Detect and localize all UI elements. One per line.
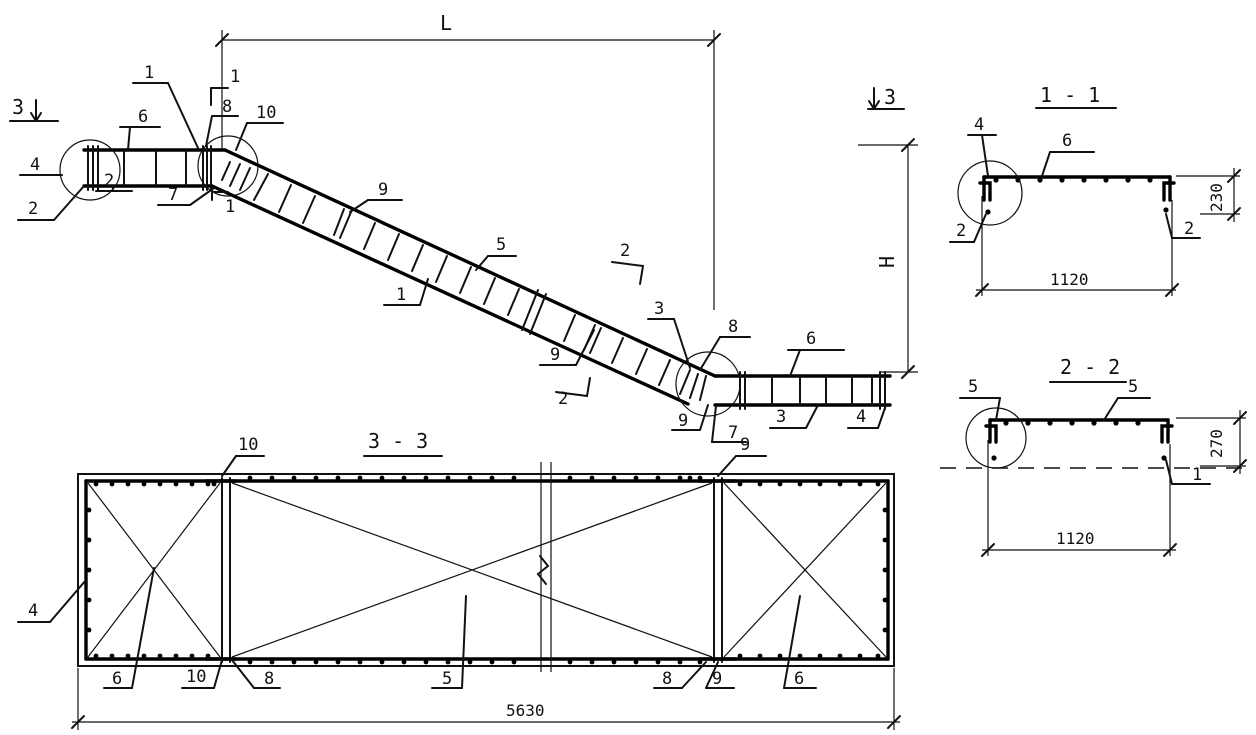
svg-text:9: 9 bbox=[740, 435, 750, 455]
svg-text:8: 8 bbox=[728, 317, 738, 337]
svg-text:3: 3 bbox=[654, 299, 664, 319]
svg-text:4: 4 bbox=[28, 601, 38, 621]
svg-text:9: 9 bbox=[378, 180, 388, 200]
section-2-2-height: 270 bbox=[1207, 429, 1226, 458]
section-1-1: 1 - 1 1120 230 4 bbox=[949, 83, 1241, 297]
svg-text:9: 9 bbox=[678, 411, 688, 431]
svg-text:6: 6 bbox=[138, 107, 148, 127]
svg-text:1: 1 bbox=[225, 197, 235, 217]
section-3-3-length: 5630 bbox=[506, 701, 545, 720]
span-label: L bbox=[440, 11, 452, 35]
section-1-1-width: 1120 bbox=[1050, 270, 1089, 289]
svg-text:8: 8 bbox=[264, 669, 274, 689]
svg-text:5: 5 bbox=[968, 377, 978, 397]
svg-text:10: 10 bbox=[238, 435, 258, 455]
section-2-2-title: 2 - 2 bbox=[1060, 355, 1120, 379]
svg-text:1: 1 bbox=[230, 67, 240, 87]
svg-text:2: 2 bbox=[104, 171, 114, 191]
elevation-callouts: 6 4 2 2 1 8 10 7 bbox=[17, 63, 887, 443]
svg-text:5: 5 bbox=[442, 669, 452, 689]
svg-text:10: 10 bbox=[256, 103, 276, 123]
svg-text:2: 2 bbox=[956, 221, 966, 241]
svg-text:10: 10 bbox=[186, 667, 206, 687]
section-1-1-title: 1 - 1 bbox=[1040, 83, 1100, 107]
svg-text:9: 9 bbox=[550, 345, 560, 365]
svg-text:6: 6 bbox=[112, 669, 122, 689]
svg-text:5: 5 bbox=[496, 235, 506, 255]
height-dimension: H bbox=[858, 138, 918, 379]
svg-text:2: 2 bbox=[620, 241, 630, 261]
svg-text:4: 4 bbox=[974, 115, 984, 135]
svg-text:2: 2 bbox=[28, 199, 38, 219]
svg-text:7: 7 bbox=[728, 423, 738, 443]
svg-text:3: 3 bbox=[776, 407, 786, 427]
svg-text:8: 8 bbox=[222, 97, 232, 117]
svg-text:7: 7 bbox=[168, 185, 178, 205]
span-dimension: L bbox=[215, 11, 721, 310]
svg-text:4: 4 bbox=[856, 407, 866, 427]
svg-text:2: 2 bbox=[558, 389, 568, 409]
svg-text:2: 2 bbox=[1184, 219, 1194, 239]
sloped-flight bbox=[210, 148, 717, 406]
svg-text:6: 6 bbox=[794, 669, 804, 689]
svg-text:6: 6 bbox=[1062, 131, 1072, 151]
svg-text:1: 1 bbox=[1192, 465, 1202, 485]
section-1-1-height: 230 bbox=[1207, 183, 1226, 212]
svg-text:8: 8 bbox=[662, 669, 672, 689]
svg-text:9: 9 bbox=[712, 669, 722, 689]
section-mark-2-2: 2 2 bbox=[555, 241, 644, 409]
svg-text:4: 4 bbox=[30, 155, 40, 175]
elevation-view: L H bbox=[9, 11, 918, 443]
section-mark-3-3: 3 3 bbox=[9, 85, 905, 122]
svg-text:3: 3 bbox=[884, 85, 896, 109]
svg-text:3: 3 bbox=[12, 95, 24, 119]
rebar-dots bbox=[86, 475, 888, 665]
section-2-2-width: 1120 bbox=[1056, 529, 1095, 548]
section-3-3: 3 - 3 bbox=[17, 429, 901, 730]
svg-text:1: 1 bbox=[144, 63, 154, 83]
svg-text:6: 6 bbox=[806, 329, 816, 349]
section-2-2: 2 - 2 1120 270 5 bbox=[940, 355, 1250, 557]
lower-landing bbox=[675, 351, 892, 417]
svg-text:5: 5 bbox=[1128, 377, 1138, 397]
height-label: H bbox=[875, 256, 899, 268]
svg-text:1: 1 bbox=[396, 285, 406, 305]
section-3-3-title: 3 - 3 bbox=[368, 429, 428, 453]
